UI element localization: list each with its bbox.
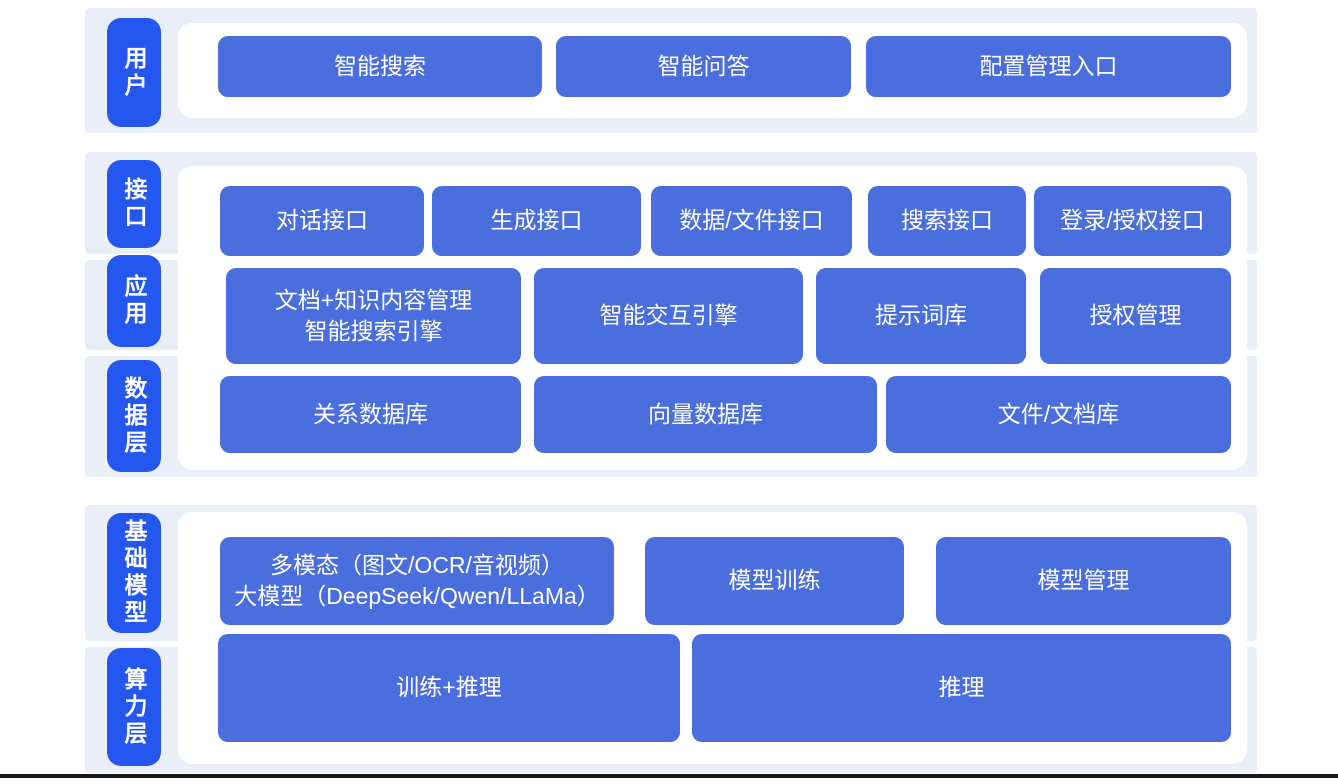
box-login-auth-api: 登录/授权接口: [1034, 186, 1231, 256]
box-label-line2: 智能搜索引擎: [304, 318, 443, 344]
box-model-training: 模型训练: [645, 537, 904, 625]
box-label: 推理: [938, 674, 985, 701]
rail-application: 应用: [107, 255, 161, 347]
box-dialog-api: 对话接口: [220, 186, 424, 256]
box-label: 配置管理入口: [979, 52, 1118, 79]
diagram-content: 用户 接口 应用 数据层 基础模型 算力层 智能搜索 智能问答 配置管理入口 对…: [85, 0, 1257, 784]
box-label: 搜索接口: [901, 207, 993, 234]
box-smart-interaction-engine: 智能交互引擎: [534, 268, 803, 364]
box-label: 生成接口: [490, 207, 583, 234]
box-label: 智能问答: [657, 52, 750, 79]
rail-compute-layer: 算力层: [107, 648, 161, 766]
box-label: 智能搜索: [334, 52, 426, 79]
box-label: 提示词库: [875, 302, 967, 329]
box-label: 授权管理: [1089, 302, 1182, 329]
rail-foundation-model: 基础模型: [107, 513, 161, 633]
box-file-document-store: 文件/文档库: [886, 376, 1231, 453]
box-vector-database: 向量数据库: [534, 376, 877, 453]
box-label: 文件/文档库: [997, 400, 1120, 427]
box-label: 登录/授权接口: [1060, 207, 1205, 234]
rail-interface: 接口: [107, 160, 161, 248]
box-label-line2: 大模型（DeepSeek/Qwen/LLaMa）: [234, 583, 600, 609]
box-label: 模型管理: [1037, 567, 1130, 594]
box-relational-database: 关系数据库: [220, 376, 521, 453]
box-label: 训练+推理: [396, 674, 502, 701]
box-label: 对话接口: [276, 207, 368, 234]
box-label: 智能交互引擎: [599, 302, 738, 329]
box-label: 向量数据库: [648, 400, 763, 427]
box-label: 多模态（图文/OCR/音视频）: [270, 551, 564, 578]
rail-data-layer: 数据层: [107, 360, 161, 472]
box-label: 数据/文件接口: [679, 207, 824, 234]
bottom-rule: [0, 774, 1338, 778]
box-label: 文档+知识内容管理: [274, 286, 473, 313]
box-inference: 推理: [692, 634, 1231, 742]
box-label: 模型训练: [728, 567, 821, 594]
box-multimodal-llm: 多模态（图文/OCR/音视频） 大模型（DeepSeek/Qwen/LLaMa）: [220, 537, 614, 625]
box-model-management: 模型管理: [936, 537, 1231, 625]
box-data-file-api: 数据/文件接口: [651, 186, 852, 256]
box-training-inference: 训练+推理: [218, 634, 680, 742]
rail-user: 用户: [107, 18, 161, 127]
box-config-management-entry: 配置管理入口: [866, 36, 1231, 97]
box-generation-api: 生成接口: [432, 186, 641, 256]
box-smart-search: 智能搜索: [218, 36, 542, 97]
box-search-api: 搜索接口: [868, 186, 1026, 256]
box-authorization-management: 授权管理: [1040, 268, 1231, 364]
box-prompt-library: 提示词库: [816, 268, 1026, 364]
box-doc-knowledge-search-engine: 文档+知识内容管理 智能搜索引擎: [226, 268, 521, 364]
box-label: 关系数据库: [313, 400, 428, 427]
box-smart-qa: 智能问答: [556, 36, 851, 97]
